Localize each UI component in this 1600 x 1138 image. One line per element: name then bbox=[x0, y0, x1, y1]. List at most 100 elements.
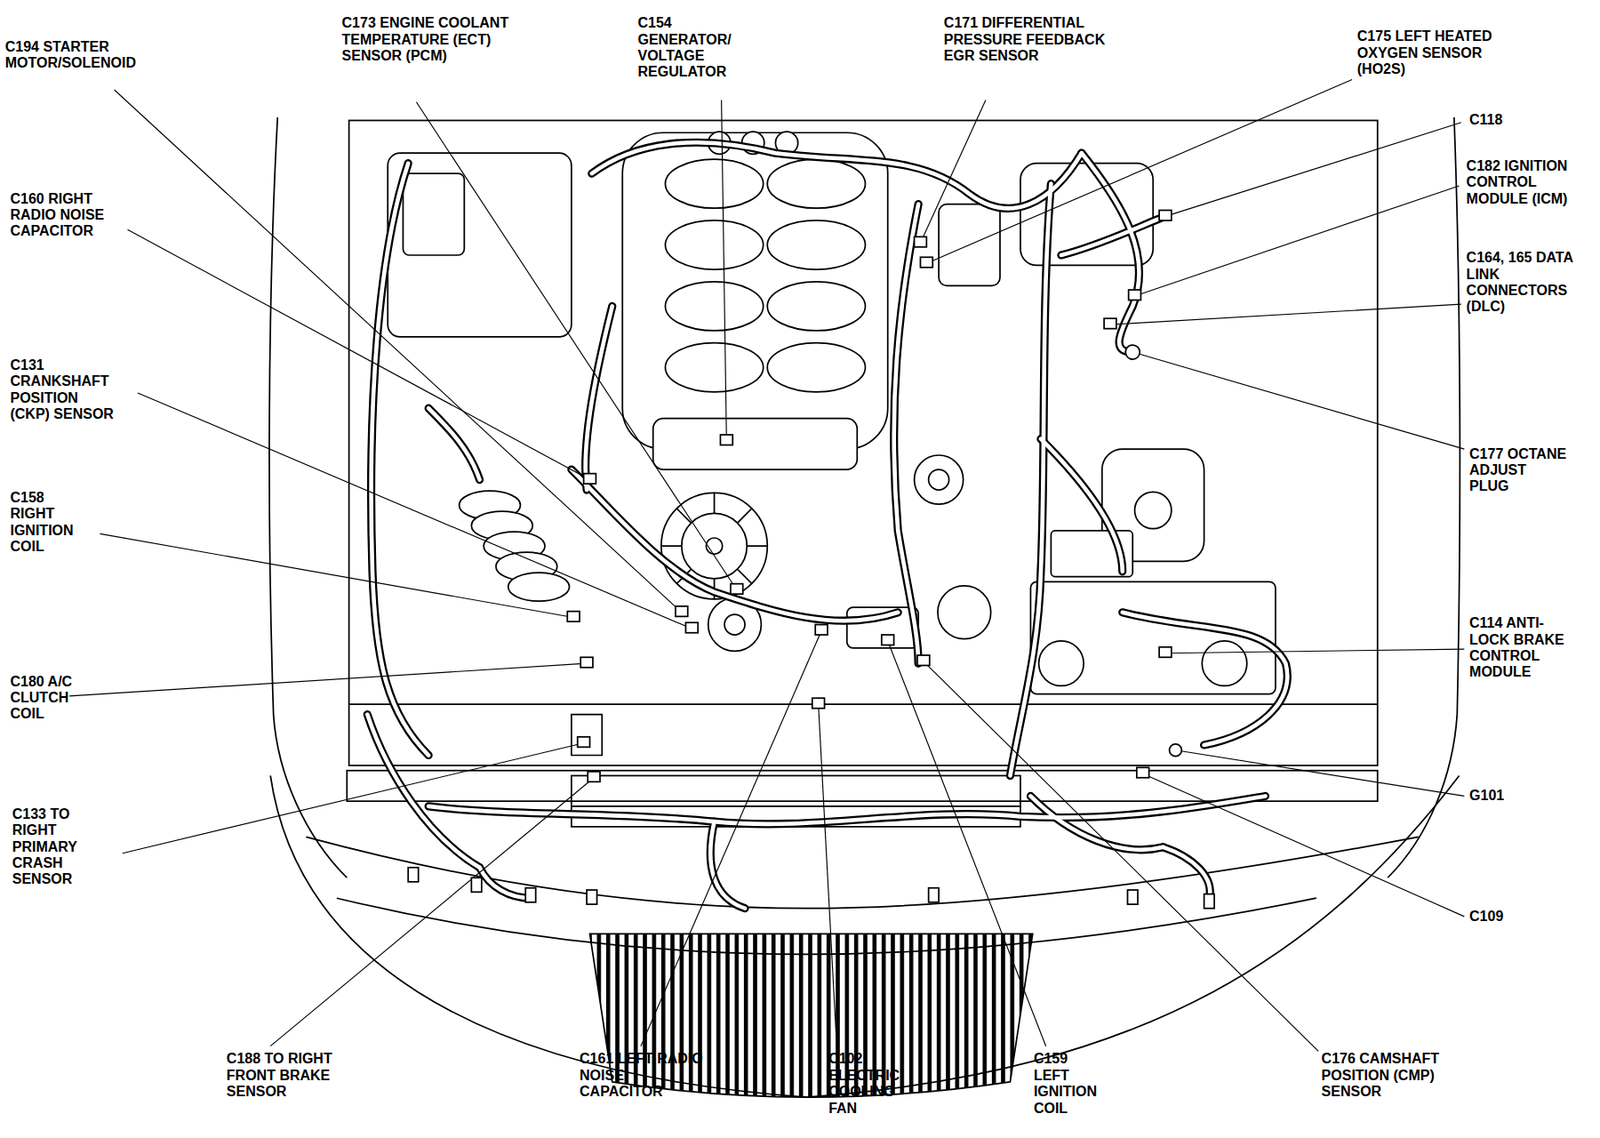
callout-label: C102 ELECTRIC COOLING FAN bbox=[828, 1050, 918, 1117]
callout-label: C180 A/C CLUTCH COIL bbox=[9, 673, 90, 723]
leader-lines bbox=[1132, 352, 1464, 449]
connector-plugs bbox=[815, 624, 828, 635]
leader-lines bbox=[69, 80, 1464, 1052]
callout-label: C182 IGNITION CONTROL MODULE (ICM) bbox=[1466, 158, 1587, 208]
callout-label: C158 RIGHT IGNITION COIL bbox=[9, 489, 90, 556]
connector-plugs bbox=[408, 867, 418, 882]
connector-plugs bbox=[1104, 318, 1117, 328]
grille bbox=[590, 933, 1033, 1097]
callout-label: C176 CAMSHAFT POSITION (CMP) SENSOR bbox=[1321, 1050, 1442, 1100]
leader-lines bbox=[416, 102, 736, 591]
body-outline bbox=[269, 117, 1460, 1097]
connector-plugs bbox=[914, 236, 928, 247]
callout-label: C154 GENERATOR/ VOLTAGE REGULATOR bbox=[637, 15, 762, 81]
callout-label: C188 TO RIGHT FRONT BRAKE SENSOR bbox=[226, 1050, 360, 1100]
wiring-harness bbox=[367, 142, 1288, 908]
engine-parts bbox=[724, 614, 745, 635]
engine-parts bbox=[767, 281, 865, 331]
engine-parts bbox=[508, 572, 570, 601]
engine-parts bbox=[767, 343, 865, 392]
leader-lines bbox=[1175, 750, 1464, 797]
engine-parts bbox=[928, 469, 950, 490]
connector-plugs bbox=[1128, 289, 1142, 300]
body-outline bbox=[305, 836, 1418, 908]
callout-label: C171 DIFFERENTIAL PRESSURE FEEDBACK EGR … bbox=[944, 15, 1122, 64]
engine-parts bbox=[622, 132, 888, 449]
leader-lines bbox=[114, 89, 682, 613]
engine-parts bbox=[1030, 581, 1276, 694]
connector-plugs bbox=[1159, 209, 1172, 220]
connector-plugs bbox=[567, 611, 580, 622]
callout-label: C131 CRANKSHAFT POSITION (CKP) SENSOR bbox=[9, 357, 121, 424]
connector-plugs bbox=[730, 584, 744, 594]
leader-lines bbox=[100, 533, 575, 617]
callout-label: C175 LEFT HEATED OXYGEN SENSOR (HO2S) bbox=[1357, 28, 1513, 78]
connector-plugs bbox=[584, 473, 597, 484]
connector-plugs bbox=[1136, 767, 1150, 777]
engine-parts bbox=[1039, 640, 1085, 687]
leader-lines bbox=[888, 640, 1047, 1047]
callout-label: C133 TO RIGHT PRIMARY CRASH SENSOR bbox=[12, 806, 93, 888]
wiring-harness bbox=[367, 142, 1288, 908]
engine-parts bbox=[914, 455, 964, 504]
leader-lines bbox=[923, 661, 1319, 1052]
leader-lines bbox=[640, 630, 822, 1046]
leader-lines bbox=[721, 100, 728, 441]
leader-lines bbox=[1143, 773, 1465, 917]
engine-parts bbox=[1135, 491, 1172, 528]
engine-parts bbox=[1201, 640, 1248, 687]
callout-label: C177 OCTANE ADJUST PLUG bbox=[1469, 446, 1568, 496]
leader-lines bbox=[1135, 185, 1460, 296]
engine-parts bbox=[681, 512, 747, 578]
callout-label: C159 LEFT IGNITION COIL bbox=[1033, 1050, 1105, 1117]
connector-plugs bbox=[920, 256, 933, 267]
engine-parts bbox=[664, 281, 763, 331]
connector-plugs bbox=[587, 771, 600, 782]
engine-parts bbox=[402, 173, 464, 256]
engine-parts bbox=[664, 220, 763, 270]
connector-plugs bbox=[1204, 894, 1215, 909]
callout-label: C194 STARTER MOTOR/SOLENOID bbox=[5, 39, 184, 72]
leader-lines bbox=[137, 392, 692, 629]
leader-lines bbox=[818, 704, 838, 1047]
engine-parts bbox=[767, 159, 865, 208]
connector-plugs bbox=[580, 656, 593, 667]
connector-plugs bbox=[685, 622, 698, 632]
grille bbox=[590, 933, 1033, 1097]
body-outline bbox=[571, 805, 1021, 808]
leader-lines bbox=[1165, 122, 1462, 217]
body-outline bbox=[270, 775, 1459, 1097]
leader-lines bbox=[127, 229, 590, 480]
connector-plugs bbox=[1125, 344, 1140, 360]
connector-plugs bbox=[675, 606, 688, 616]
body-outline bbox=[349, 703, 1378, 705]
connector-plugs bbox=[408, 209, 1215, 908]
engine-parts bbox=[705, 537, 722, 554]
engine-parts bbox=[653, 418, 858, 470]
leader-lines bbox=[926, 80, 1352, 264]
connector-plugs bbox=[1159, 647, 1172, 657]
connector-plugs bbox=[577, 736, 591, 747]
connector-plugs bbox=[881, 634, 895, 645]
engine-parts bbox=[664, 343, 763, 392]
connector-plugs bbox=[471, 877, 481, 892]
body-outline bbox=[269, 117, 347, 878]
leader-lines bbox=[69, 663, 587, 696]
engine-parts bbox=[387, 152, 572, 337]
leader-lines bbox=[1110, 304, 1462, 325]
callout-label: C114 ANTI-LOCK BRAKE CONTROL MODULE bbox=[1469, 615, 1576, 681]
leader-lines bbox=[270, 777, 594, 1047]
connector-plugs bbox=[1127, 889, 1137, 904]
callout-label: C164, 165 DATA LINK CONNECTORS (DLC) bbox=[1466, 249, 1583, 316]
engine-parts bbox=[664, 159, 763, 208]
engine-parts bbox=[571, 714, 602, 756]
connector-plugs bbox=[928, 888, 939, 903]
engine-parts bbox=[767, 220, 865, 270]
connector-plugs bbox=[586, 889, 597, 904]
connector-plugs bbox=[917, 655, 930, 665]
connector-plugs bbox=[525, 888, 536, 903]
engine-parts bbox=[937, 585, 992, 640]
callout-label: C160 RIGHT RADIO NOISE CAPACITOR bbox=[9, 191, 126, 240]
leader-lines bbox=[1165, 648, 1464, 654]
